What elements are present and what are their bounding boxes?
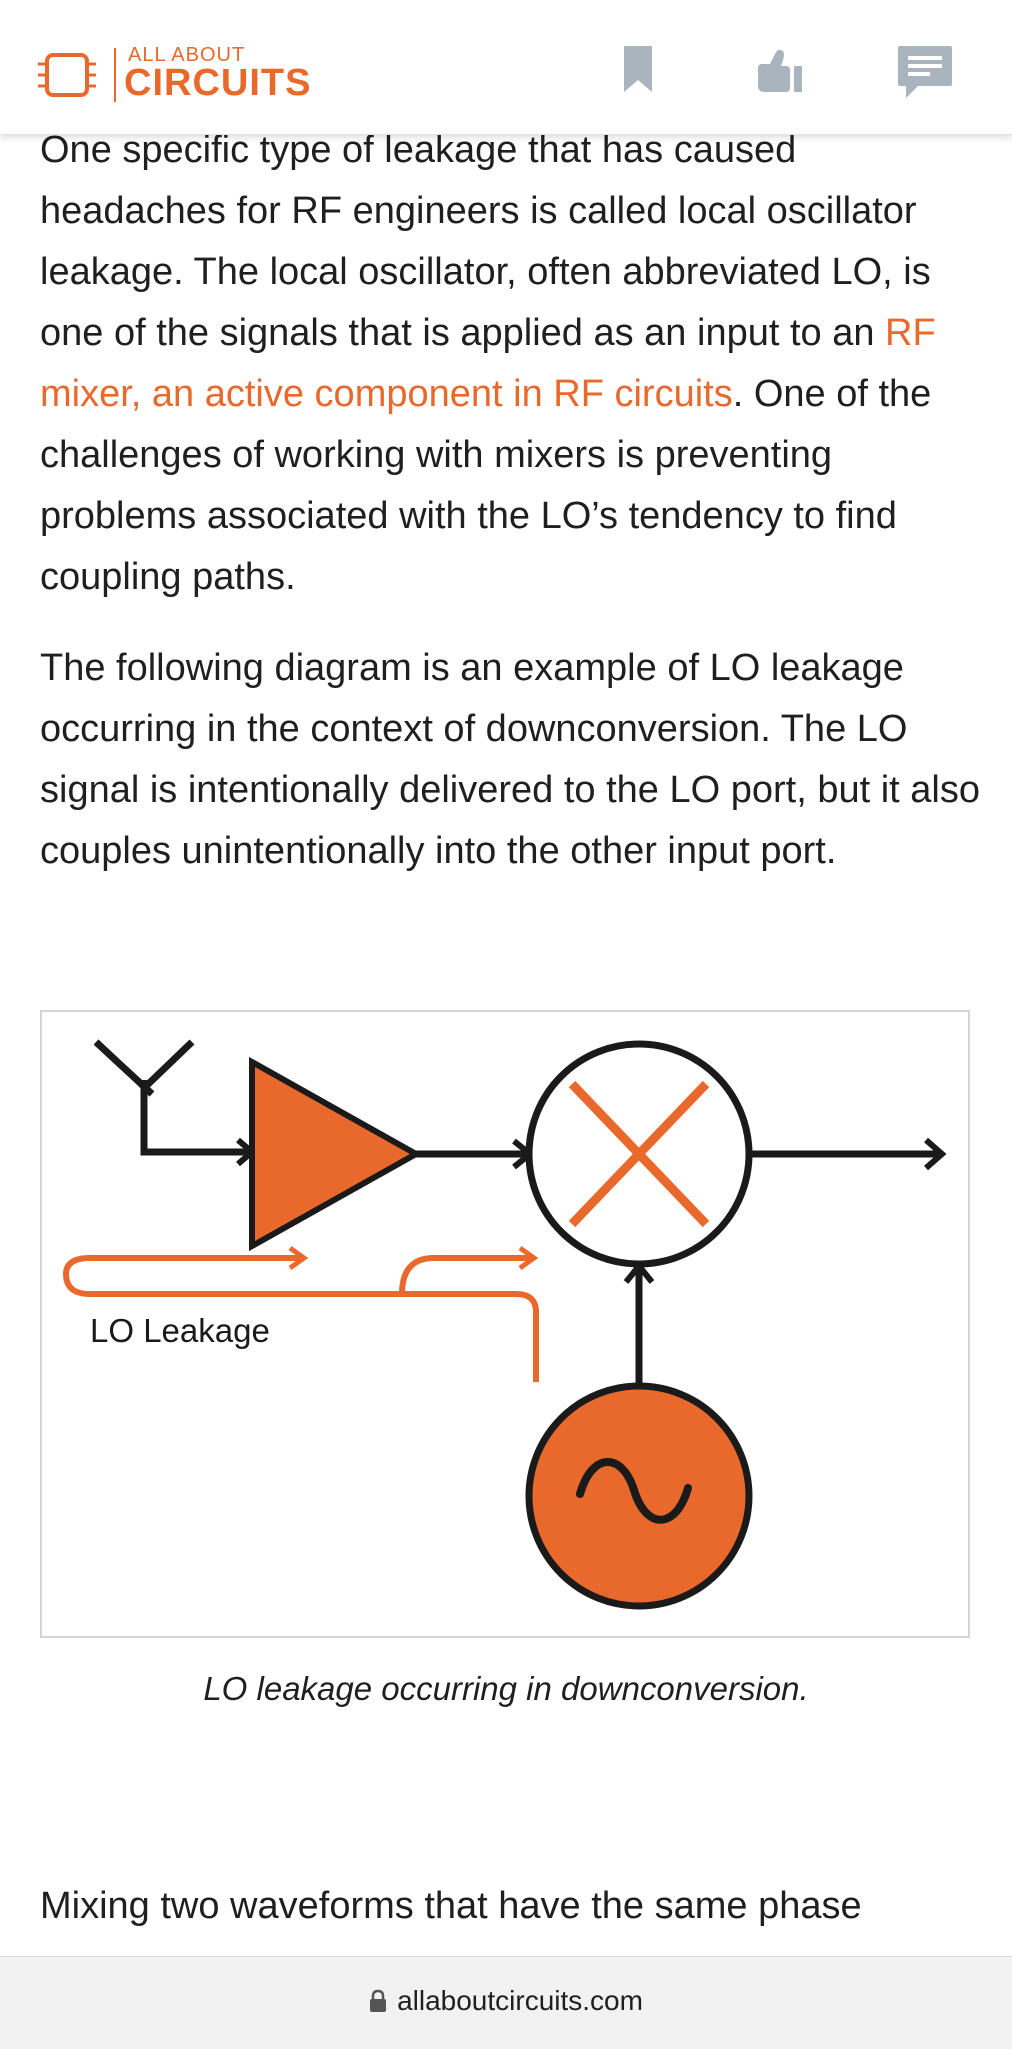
logo-text-big: CIRCUITS (124, 62, 312, 104)
paragraph-1-text-a: One specific type of leakage that has ca… (40, 129, 931, 354)
amplifier-triangle (249, 1056, 423, 1252)
chip-logo-icon (38, 53, 96, 97)
paragraph-1: One specific type of leakage that has ca… (40, 120, 980, 608)
comment-icon[interactable] (896, 44, 954, 100)
antenna-icon (93, 1039, 257, 1167)
site-logo[interactable]: ALL ABOUT CIRCUITS (38, 44, 318, 104)
browser-url-bar[interactable]: allaboutcircuits.com (0, 1956, 1012, 2049)
mixer-symbol (525, 1040, 753, 1268)
logo-divider (114, 48, 116, 102)
output-arrow (750, 1137, 947, 1171)
lo-feed-arrow (623, 1261, 655, 1384)
thumbs-up-icon[interactable] (754, 48, 804, 94)
paragraph-2: The following diagram is an example of L… (40, 647, 980, 872)
bookmark-icon[interactable] (622, 44, 654, 94)
lo-leakage-path (62, 1245, 539, 1382)
paragraph-3: Mixing two waveforms that have the same … (40, 1885, 862, 1927)
article-body: One specific type of leakage that has ca… (40, 120, 980, 912)
lock-icon (370, 1989, 387, 2012)
diagram-svg: LO Leakage (62, 1039, 947, 1610)
logo-text-small: ALL ABOUT (128, 44, 246, 66)
amp-to-mixer-arrow (416, 1138, 535, 1170)
rf-mixer-link[interactable]: RF mixer, an active component in RF circ… (40, 312, 936, 415)
figure-caption: LO leakage occurring in downconversion. (203, 1670, 809, 1707)
site-header: ALL ABOUT CIRCUITS (0, 0, 1012, 135)
lo-leakage-label: LO Leakage (90, 1312, 270, 1349)
url-text[interactable]: allaboutcircuits.com (397, 1985, 643, 2016)
url-wrap: allaboutcircuits.com (0, 1985, 1012, 2017)
lo-leakage-diagram: LO Leakage (40, 1010, 970, 1638)
article-body-continued: Mixing two waveforms that have the same … (40, 1876, 980, 1937)
paragraph-1-text-b: . One of the challenges of working with … (40, 373, 932, 598)
local-oscillator-symbol (525, 1382, 753, 1610)
